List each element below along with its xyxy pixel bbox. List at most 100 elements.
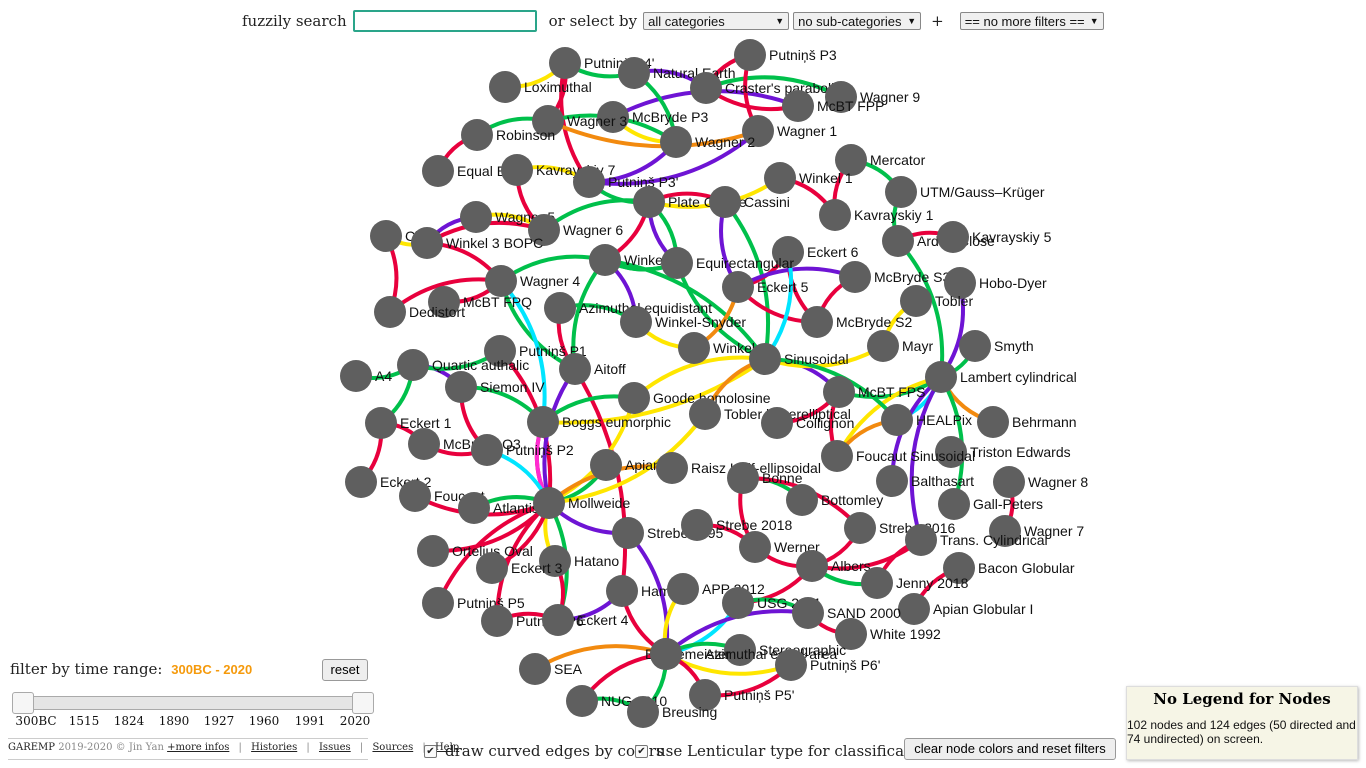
node-circle[interactable] xyxy=(989,515,1021,547)
node-circle[interactable] xyxy=(612,517,644,549)
graph-node[interactable]: Robinson xyxy=(461,119,555,151)
time-slider-track[interactable] xyxy=(22,696,364,710)
graph-node[interactable]: McBT FPP xyxy=(782,90,884,122)
graph-node[interactable]: Eckert 4 xyxy=(542,604,629,636)
node-circle[interactable] xyxy=(661,247,693,279)
node-circle[interactable] xyxy=(566,685,598,717)
graph-node[interactable]: Wagner 1 xyxy=(742,115,837,147)
graph-node[interactable]: Eckert 6 xyxy=(772,236,859,268)
node-circle[interactable] xyxy=(519,653,551,685)
node-circle[interactable] xyxy=(422,155,454,187)
node-circle[interactable] xyxy=(544,292,576,324)
node-circle[interactable] xyxy=(993,466,1025,498)
node-circle[interactable] xyxy=(399,480,431,512)
graph-node[interactable]: Foucaut Sinusoidal xyxy=(821,440,975,472)
node-circle[interactable] xyxy=(681,509,713,541)
graph-node[interactable]: Bottomley xyxy=(786,484,883,516)
graph-node[interactable]: Aitoff xyxy=(559,353,626,385)
node-circle[interactable] xyxy=(727,462,759,494)
graph-node[interactable]: McBryde S3 xyxy=(839,261,950,293)
node-circle[interactable] xyxy=(844,512,876,544)
node-circle[interactable] xyxy=(722,271,754,303)
graph-node[interactable]: Strebe 2018 xyxy=(681,509,792,541)
graph-node[interactable]: Wagner 2 xyxy=(660,126,755,158)
graph-node[interactable]: Triston Edwards xyxy=(935,436,1071,468)
node-circle[interactable] xyxy=(839,261,871,293)
node-circle[interactable] xyxy=(944,267,976,299)
node-circle[interactable] xyxy=(959,330,991,362)
node-circle[interactable] xyxy=(428,286,460,318)
node-circle[interactable] xyxy=(484,335,516,367)
graph-node[interactable]: Strebe 2016 xyxy=(844,512,955,544)
node-circle[interactable] xyxy=(501,154,533,186)
node-circle[interactable] xyxy=(882,225,914,257)
node-circle[interactable] xyxy=(782,90,814,122)
node-circle[interactable] xyxy=(597,101,629,133)
graph-node[interactable]: Eckert 1 xyxy=(365,407,452,439)
node-circle[interactable] xyxy=(761,407,793,439)
issues-link[interactable]: Issues xyxy=(318,742,351,753)
graph-node[interactable]: Craster's parabolic xyxy=(690,72,841,104)
graph-node[interactable]: Albers xyxy=(796,550,871,582)
node-circle[interactable] xyxy=(885,176,917,208)
node-circle[interactable] xyxy=(471,434,503,466)
graph-node[interactable]: Putniņš P5' xyxy=(689,679,794,711)
graph-node[interactable]: Tobler xyxy=(900,285,973,317)
graph-node[interactable]: Foucaut xyxy=(399,480,485,512)
node-circle[interactable] xyxy=(606,575,638,607)
curved-edges-checkbox[interactable]: ✔ xyxy=(424,744,437,758)
graph-node[interactable]: Boggs eumorphic xyxy=(527,406,671,438)
graph-node[interactable]: A4 xyxy=(340,360,392,392)
graph-node[interactable]: Ortelius Oval xyxy=(417,535,533,567)
node-circle[interactable] xyxy=(900,285,932,317)
node-circle[interactable] xyxy=(542,604,574,636)
graph-node[interactable]: Bacon Globular xyxy=(943,552,1075,584)
node-circle[interactable] xyxy=(549,47,581,79)
graph-node[interactable]: Kavrayskiy 5 xyxy=(937,221,1052,253)
node-circle[interactable] xyxy=(489,71,521,103)
node-circle[interactable] xyxy=(340,360,372,392)
graph-node[interactable]: Kavrayskiy 1 xyxy=(819,199,934,231)
graph-node[interactable]: Putniņš P5 xyxy=(422,587,525,619)
graph-node[interactable]: Hatano xyxy=(539,545,619,577)
node-circle[interactable] xyxy=(589,244,621,276)
node-circle[interactable] xyxy=(627,696,659,728)
node-circle[interactable] xyxy=(775,649,807,681)
graph-node[interactable]: Wagner 4 xyxy=(485,265,580,297)
graph-node[interactable]: Breusing xyxy=(627,696,717,728)
node-circle[interactable] xyxy=(590,449,622,481)
graph-node[interactable]: Gall-Peters xyxy=(938,488,1043,520)
help-link[interactable]: Help xyxy=(434,742,460,753)
node-circle[interactable] xyxy=(786,484,818,516)
graph-node[interactable]: Wagner 8 xyxy=(993,466,1088,498)
node-circle[interactable] xyxy=(764,162,796,194)
graph-node[interactable]: Mollweide xyxy=(533,487,630,519)
graph-node[interactable]: Wagner 6 xyxy=(528,214,623,246)
node-circle[interactable] xyxy=(656,452,688,484)
node-circle[interactable] xyxy=(724,634,756,666)
graph-node[interactable]: Mercator xyxy=(835,144,926,176)
clear-colors-button[interactable]: clear node colors and reset filters xyxy=(904,738,1116,760)
node-circle[interactable] xyxy=(476,552,508,584)
node-circle[interactable] xyxy=(533,487,565,519)
graph-node[interactable]: Apian Globular I xyxy=(898,593,1033,625)
node-circle[interactable] xyxy=(411,227,443,259)
graph-node[interactable]: Mayr xyxy=(867,330,933,362)
histories-link[interactable]: Histories xyxy=(251,742,298,753)
node-circle[interactable] xyxy=(650,638,682,670)
graph-node[interactable]: Loximuthal xyxy=(489,71,592,103)
node-circle[interactable] xyxy=(749,343,781,375)
node-circle[interactable] xyxy=(943,552,975,584)
curved-edges-option[interactable]: ✔ draw curved edges by colors xyxy=(424,742,664,760)
graph-node[interactable]: Cassini xyxy=(709,186,790,218)
node-circle[interactable] xyxy=(898,593,930,625)
graph-node[interactable]: SEA xyxy=(519,653,583,685)
graph-node[interactable]: Winkel-Snyder xyxy=(620,306,746,338)
node-circle[interactable] xyxy=(835,618,867,650)
graph-node[interactable]: Putniņš P2 xyxy=(471,434,574,466)
lenticular-option[interactable]: ✔ use Lenticular type for classification xyxy=(635,742,934,760)
node-circle[interactable] xyxy=(539,545,571,577)
graph-node[interactable]: Eckert 3 xyxy=(476,552,563,584)
node-circle[interactable] xyxy=(935,436,967,468)
